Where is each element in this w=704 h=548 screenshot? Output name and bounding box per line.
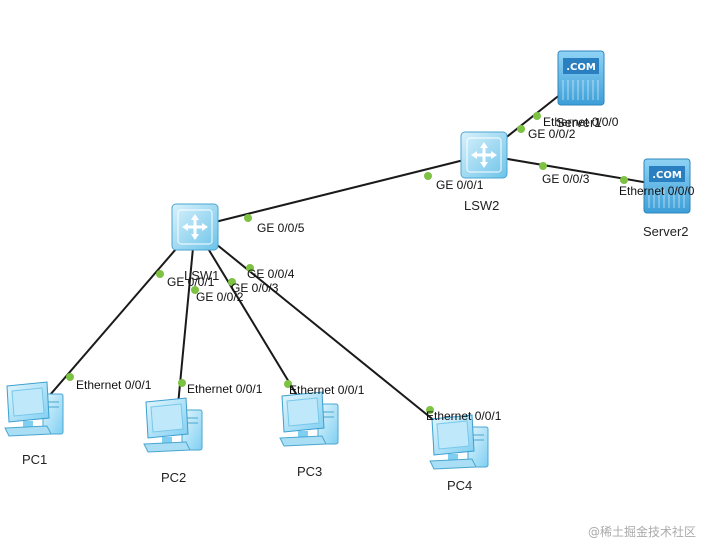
port-dot [156,270,164,278]
link-lsw1-pc2 [175,226,196,427]
device-label-pc1: PC1 [22,452,47,467]
port-dot [620,176,628,184]
port-label: Ethernet 0/0/1 [289,383,365,397]
port-label: Ethernet 0/0/0 [543,115,619,129]
port-dot [284,380,292,388]
pc3-pc-icon[interactable] [279,391,339,447]
server2-server-icon[interactable]: .COM [643,158,691,214]
watermark: @稀土掘金技术社区 [587,525,696,539]
device-label-lsw2: LSW2 [464,198,499,213]
port-dot [424,172,432,180]
link-lsw1-pc1 [36,226,196,411]
port-dot [178,379,186,387]
port-dot [426,406,434,414]
port-label: GE 0/0/5 [257,221,305,235]
pc2-pc-icon[interactable] [143,397,203,453]
svg-text:.COM: .COM [652,170,682,181]
port-label: GE 0/0/3 [231,281,279,295]
device-label-server1: Server1 [556,115,602,130]
port-dot [533,112,541,120]
port-dot [228,278,236,286]
port-label: GE 0/0/2 [528,127,576,141]
port-dot [244,214,252,222]
port-dot [191,286,199,294]
device-label-pc3: PC3 [297,464,322,479]
link-lsw2-server2 [483,154,668,187]
link-lsw1-lsw2 [194,154,485,228]
server1-server-icon[interactable]: .COM [557,50,605,106]
port-label: GE 0/0/1 [167,275,215,289]
pc1-pc-icon[interactable] [4,381,64,437]
port-label: GE 0/0/4 [247,267,295,281]
port-label: GE 0/0/2 [196,290,244,304]
port-label: Ethernet 0/0/1 [187,382,263,396]
svg-text:.COM: .COM [566,62,596,73]
link-lsw1-pc4 [194,226,463,444]
lsw2-switch-icon[interactable] [460,131,508,179]
port-label: Ethernet 0/0/1 [426,409,502,423]
port-dot [539,162,547,170]
port-label: GE 0/0/3 [542,172,590,186]
device-label-lsw1: LSW1 [184,268,219,283]
pc4-pc-icon[interactable] [429,414,489,470]
lsw1-switch-icon[interactable] [171,203,219,251]
port-label: Ethernet 0/0/0 [619,184,695,198]
port-label: GE 0/0/1 [436,178,484,192]
device-label-pc4: PC4 [447,478,472,493]
port-label: Ethernet 0/0/1 [76,378,152,392]
port-dot [517,125,525,133]
port-dot [246,264,254,272]
link-lsw1-pc3 [194,226,313,421]
device-label-pc2: PC2 [161,470,186,485]
device-label-server2: Server2 [643,224,689,239]
port-dot [66,373,74,381]
